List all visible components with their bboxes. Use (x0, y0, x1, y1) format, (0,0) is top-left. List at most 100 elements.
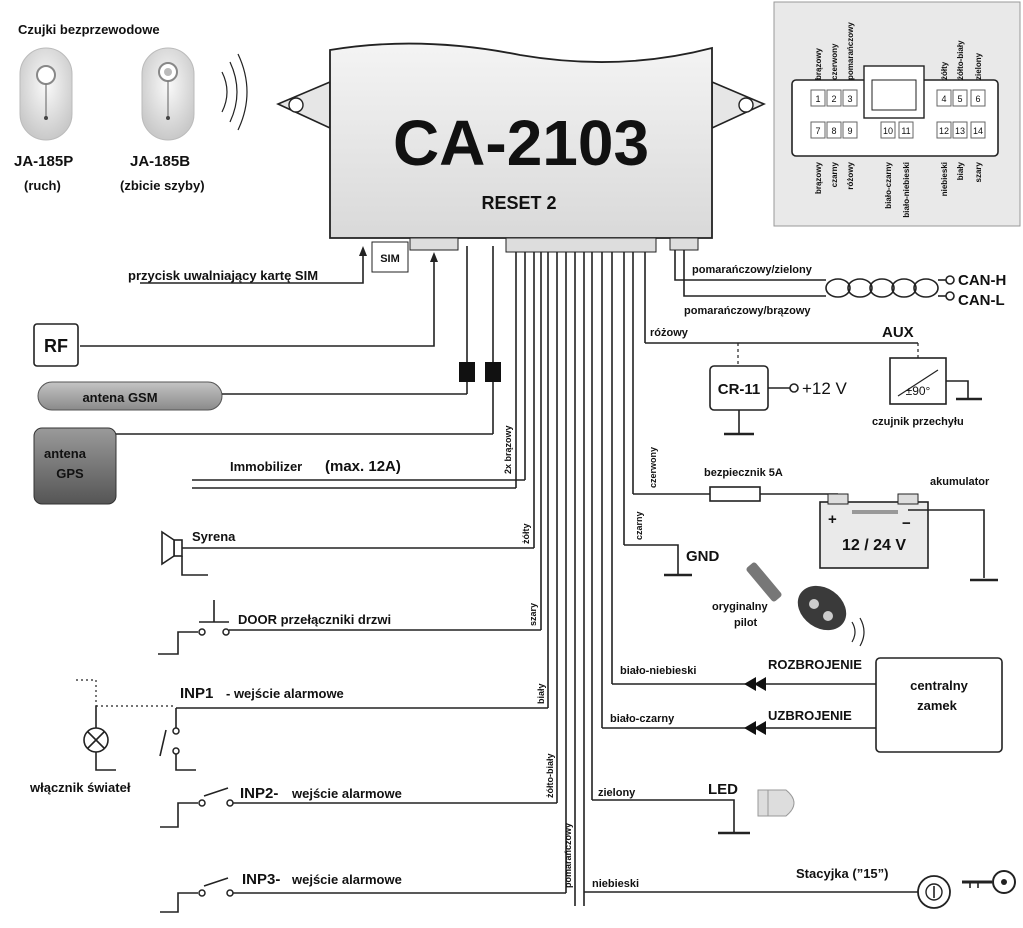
pin-10 (880, 121, 896, 139)
wire-label-orange: pomarańczowy (563, 823, 573, 888)
white-blue-wire-label: biało-niebieski (620, 665, 696, 677)
pin-label-bottom-5: biało-niebieski (902, 162, 911, 218)
light-bulb-icon (83, 727, 116, 771)
fuse-icon (709, 486, 761, 502)
gsm-connector (459, 362, 475, 382)
gps-label-2: GPS (56, 466, 84, 481)
gps-connector (485, 362, 501, 382)
pin-3 (842, 89, 858, 107)
inp2-label: INP2- (240, 785, 278, 802)
pin-label-top-5: żółto-biały (956, 40, 965, 80)
inp3-desc: wejście alarmowe (291, 872, 402, 887)
ignition-lock-icon (917, 875, 951, 909)
pin-13 (952, 121, 968, 139)
pin-5 (952, 89, 968, 107)
disarm-label: ROZBROJENIE (768, 657, 862, 672)
pin-1 (810, 89, 826, 107)
pin-14 (970, 121, 986, 139)
inp1-desc: - wejście alarmowe (226, 686, 344, 701)
wire-label-yellow-white: żółto-biały (545, 754, 555, 799)
sensor-motion-name: JA-185P (14, 153, 73, 170)
arm-label: UZBROJENIE (768, 708, 852, 723)
battery-plus: + (828, 511, 837, 528)
wire-label-yellow: żółty (521, 523, 531, 544)
pin-label-top-6: zielony (974, 52, 983, 80)
door-label: DOOR przełączniki drzwi (238, 612, 391, 627)
wire-label-brown2x: 2x brązowy (503, 425, 513, 474)
pin-label-bottom-7: biały (956, 161, 965, 180)
sensor-motion-desc: (ruch) (24, 178, 61, 193)
gnd-label: GND (686, 548, 720, 565)
module-box: CA-2103 RESET 2 SIM (276, 42, 766, 273)
inp1-switch-icon (159, 708, 196, 771)
pin-12 (936, 121, 952, 139)
light-switch-label: włącznik świateł (29, 780, 131, 795)
wire-labels: 2x brązowy żółty szary biały żółto-biały… (503, 425, 658, 888)
central-lock-label-1: centralny (910, 678, 969, 693)
ignition-label: Stacyjka (”15”) (796, 866, 889, 881)
can-connector (669, 237, 699, 251)
pin-label-bottom-1: brązowy (814, 161, 823, 194)
pin-4-number: 4 (941, 94, 946, 104)
radio-waves-icon (221, 71, 228, 113)
pin-2-number: 2 (831, 94, 836, 104)
inp3-switch-icon (160, 877, 234, 913)
pin-13-number: 13 (955, 126, 965, 136)
pin-label-top-3: pomarańczowy (846, 22, 855, 80)
pin-label-bottom-8: szary (974, 161, 983, 182)
blue-wire-label: niebieski (592, 878, 639, 890)
pin-12-number: 12 (939, 126, 949, 136)
pin-9-number: 9 (847, 126, 852, 136)
led-label: LED (708, 781, 738, 798)
aux-label: AUX (882, 324, 914, 341)
pin-11 (898, 121, 914, 139)
car-key-remote-icon (746, 562, 865, 647)
pin-14-number: 14 (973, 126, 983, 136)
tilt-sensor-value: ±90° (906, 384, 931, 398)
gsm-antenna (37, 381, 223, 411)
door-switch-icon (158, 600, 230, 655)
main-connector (505, 237, 657, 253)
twisted-pair-icon (825, 275, 955, 301)
pin-label-bottom-3: różowy (846, 161, 855, 189)
pink-wire-label: różowy (650, 327, 689, 339)
pin-3-number: 3 (847, 94, 852, 104)
pin-label-bottom-2: czarny (830, 161, 839, 187)
battery-label: akumulator (930, 476, 990, 488)
inp2-switch-icon (160, 787, 234, 828)
sim-slot (371, 241, 409, 273)
inp3-label: INP3- (242, 871, 280, 888)
remote-label-1: oryginalny (712, 601, 769, 613)
remote-label-2: pilot (734, 617, 758, 629)
tilt-sensor-label: czujnik przechyłu (872, 416, 964, 428)
pin-label-top-2: czerwony (830, 43, 839, 80)
pin-7 (810, 121, 826, 139)
pin-label-bottom-4: biało-czarny (884, 161, 893, 208)
pin-8-number: 8 (831, 126, 836, 136)
can-h-wire-label: pomarańczowy/zielony (692, 264, 813, 276)
immobilizer-max: (max. 12A) (325, 458, 401, 475)
wire-label-red: czerwony (648, 447, 658, 488)
pin-5-number: 5 (957, 94, 962, 104)
led-icon (757, 789, 795, 817)
gps-antenna (33, 427, 117, 505)
siren-label: Syrena (192, 529, 236, 544)
module-subtitle: RESET 2 (481, 193, 556, 213)
battery-voltage: 12 / 24 V (842, 537, 906, 554)
immobilizer-label: Immobilizer (230, 459, 302, 474)
wire-label-grey: szary (528, 603, 538, 626)
pin-9 (842, 121, 858, 139)
pin-6 (970, 89, 986, 107)
pin-11-number: 11 (901, 126, 910, 136)
pin-label-top-4: żółty (940, 61, 949, 80)
right-side: pomarańczowy/zielony pomarańczowy/brązow… (584, 250, 1016, 909)
battery-minus: − (902, 515, 911, 532)
fuse-label: bezpiecznik 5A (704, 467, 783, 479)
gps-label-1: antena (44, 446, 87, 461)
wire-bundle (80, 246, 646, 906)
wire-label-black: czarny (634, 511, 644, 540)
can-l-wire-label: pomarańczowy/brązowy (684, 305, 811, 317)
inp2-desc: wejście alarmowe (291, 786, 402, 801)
pin-label-bottom-6: niebieski (940, 162, 949, 196)
